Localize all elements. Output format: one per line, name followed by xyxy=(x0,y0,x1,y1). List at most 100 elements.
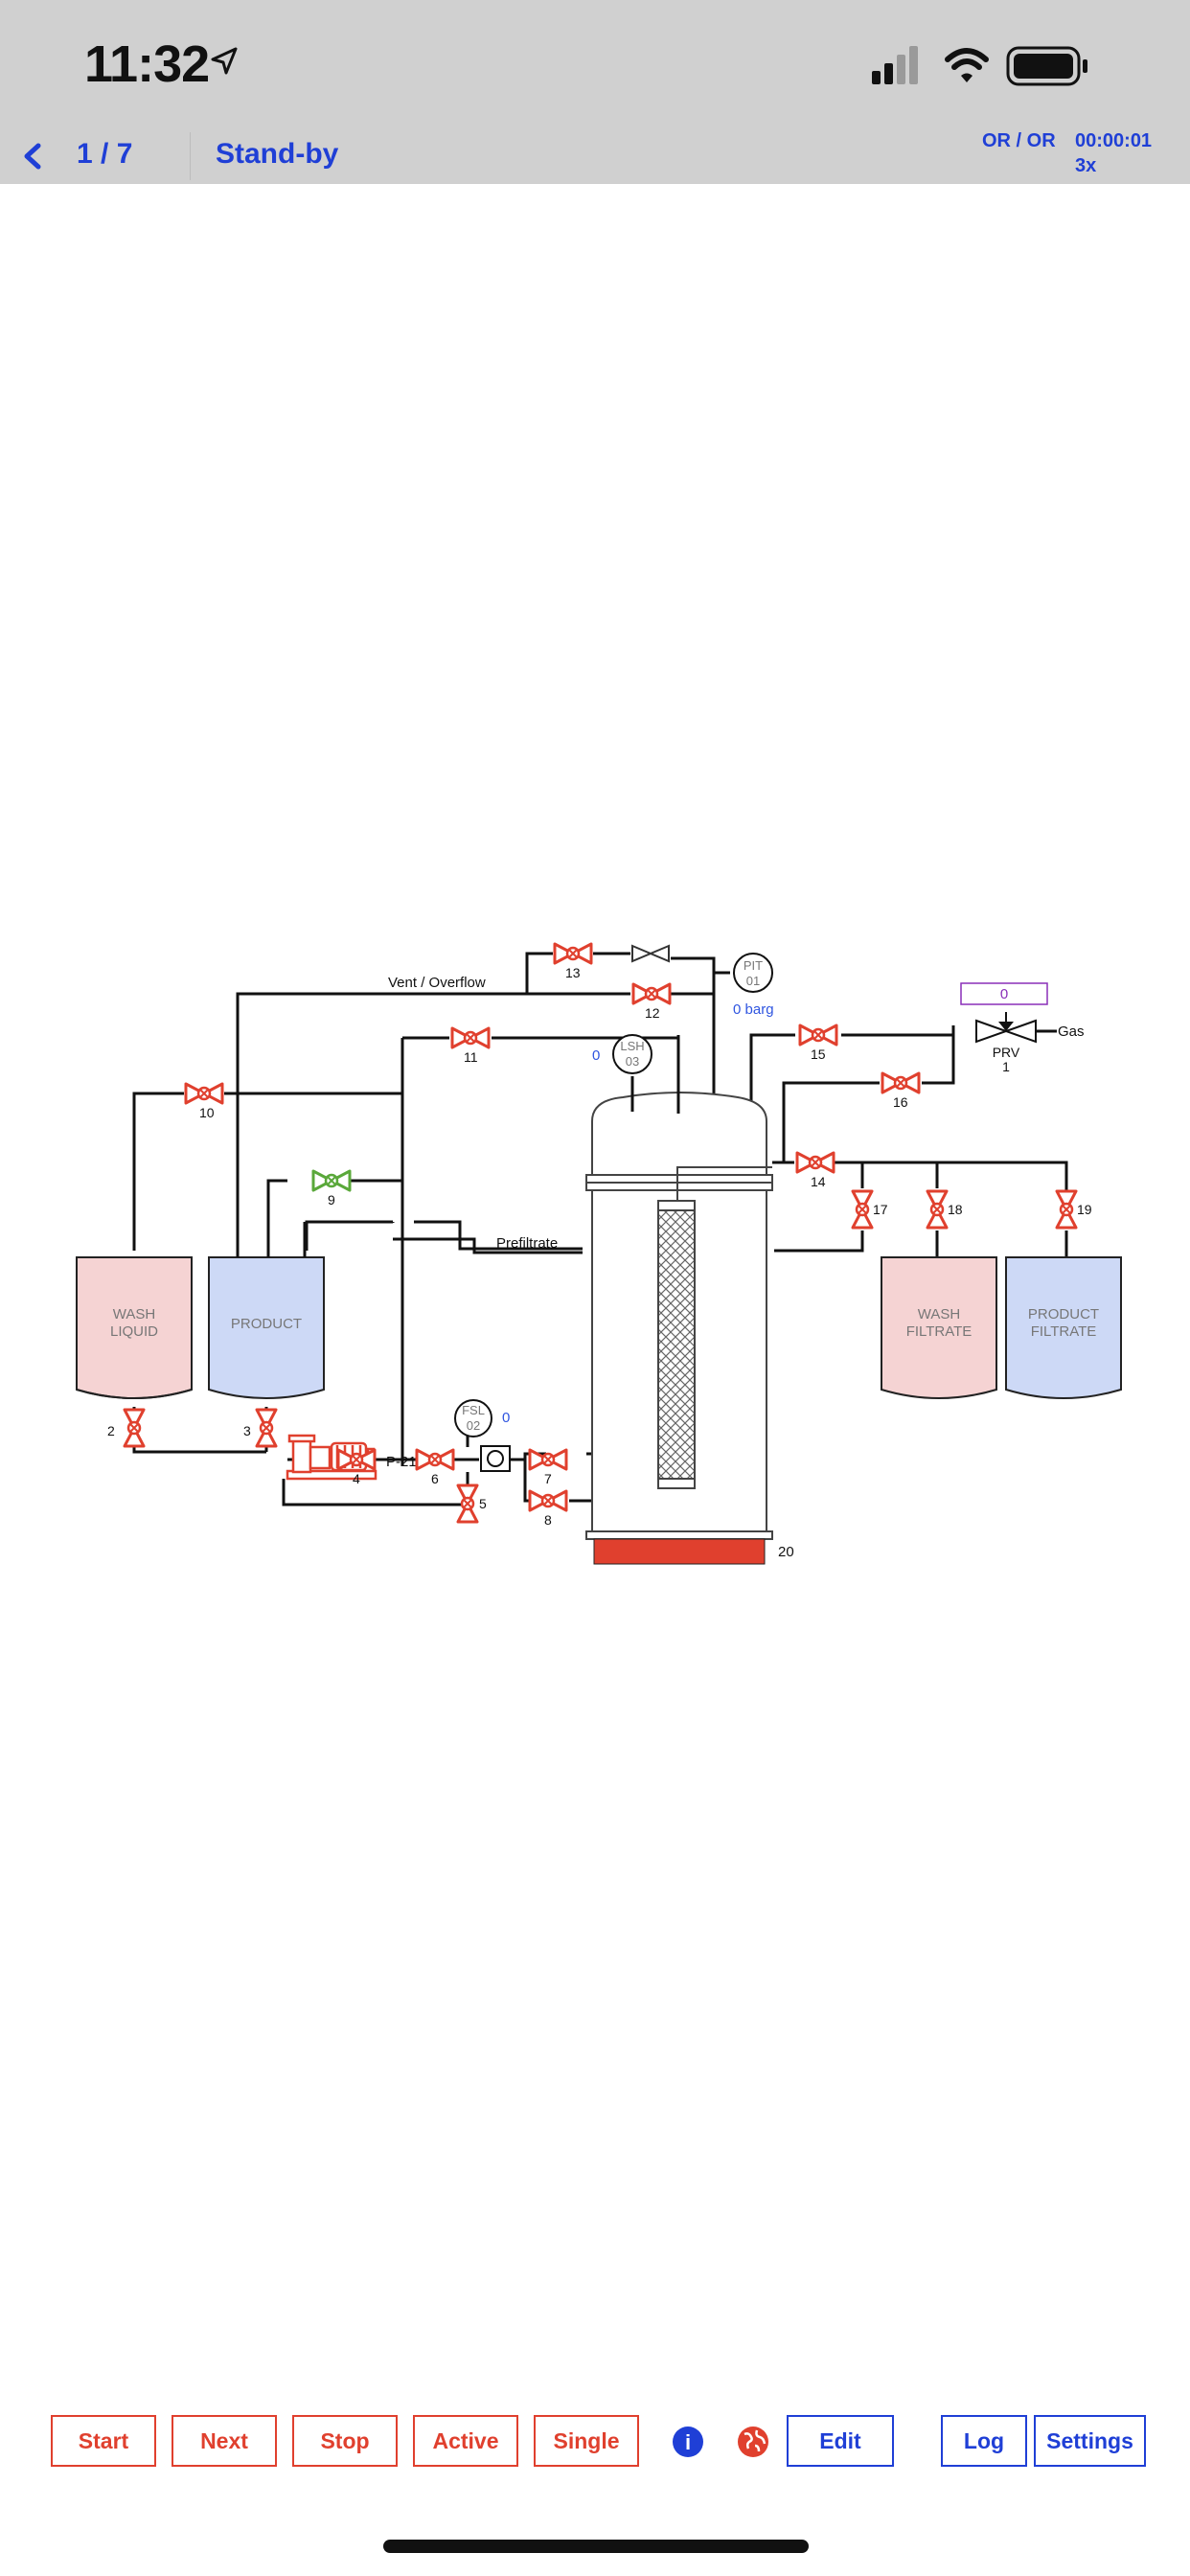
wifi-icon xyxy=(945,48,989,82)
manual-valve-icon[interactable] xyxy=(631,944,670,963)
svg-text:12: 12 xyxy=(645,1005,660,1021)
valve-18[interactable] xyxy=(926,1189,949,1230)
svg-text:03: 03 xyxy=(626,1054,639,1069)
svg-text:3: 3 xyxy=(243,1423,251,1438)
prv-valve-icon[interactable] xyxy=(975,1012,1037,1044)
svg-text:5: 5 xyxy=(479,1496,487,1511)
log-button[interactable]: Log xyxy=(941,2415,1027,2467)
stop-button[interactable]: Stop xyxy=(292,2415,398,2467)
valve-12[interactable] xyxy=(631,982,672,1005)
svg-text:9: 9 xyxy=(328,1192,335,1208)
flow-switch-fsl02[interactable]: FSL 02 xyxy=(454,1399,511,1472)
edit-button[interactable]: Edit xyxy=(787,2415,894,2467)
svg-text:FILTRATE: FILTRATE xyxy=(906,1323,973,1340)
svg-text:1: 1 xyxy=(1002,1059,1010,1074)
status-bar: 11:32 xyxy=(0,0,1190,128)
svg-text:14: 14 xyxy=(811,1174,826,1189)
start-button[interactable]: Start xyxy=(51,2415,156,2467)
svg-text:LIQUID: LIQUID xyxy=(110,1323,158,1340)
svg-text:17: 17 xyxy=(873,1202,888,1217)
tank-wash-filtrate: WASH FILTRATE xyxy=(881,1256,997,1399)
svg-text:13: 13 xyxy=(565,965,581,980)
valve-15[interactable] xyxy=(798,1024,838,1046)
valve-2[interactable] xyxy=(123,1408,146,1448)
state-label: Stand-by xyxy=(216,138,339,170)
svg-text:2: 2 xyxy=(107,1423,115,1438)
svg-text:10: 10 xyxy=(199,1105,215,1120)
valve-19[interactable] xyxy=(1055,1189,1078,1230)
prv-setpoint-box[interactable] xyxy=(960,982,1048,1005)
globe-icon[interactable] xyxy=(736,2425,770,2459)
svg-text:11: 11 xyxy=(464,1049,478,1065)
timer-label: 00:00:01 xyxy=(1075,130,1153,151)
vent-overflow-label: Vent / Overflow xyxy=(388,975,486,991)
bottom-toolbar: Start Next Stop Active Single i Edit Log… xyxy=(0,2415,1190,2472)
svg-text:8: 8 xyxy=(544,1512,552,1528)
svg-text:i: i xyxy=(685,2430,691,2454)
tank-product: PRODUCT xyxy=(208,1256,325,1399)
valve-6[interactable] xyxy=(415,1448,455,1471)
valve-14[interactable] xyxy=(795,1151,835,1174)
svg-text:16: 16 xyxy=(893,1094,908,1110)
next-button[interactable]: Next xyxy=(172,2415,277,2467)
location-arrow-icon xyxy=(211,47,238,75)
heater-bar xyxy=(593,1538,766,1565)
svg-text:WASH: WASH xyxy=(113,1306,155,1322)
svg-text:PRODUCT: PRODUCT xyxy=(231,1316,302,1332)
cellular-signal-icon xyxy=(872,46,918,84)
filter-vessel xyxy=(585,1092,773,1540)
svg-text:PRV: PRV xyxy=(993,1045,1020,1060)
valve-8[interactable] xyxy=(528,1489,568,1512)
valve-9[interactable] xyxy=(311,1169,352,1192)
svg-text:PRODUCT: PRODUCT xyxy=(1028,1306,1099,1322)
header-divider xyxy=(190,132,191,180)
svg-text:WASH: WASH xyxy=(918,1306,960,1322)
fsl02-reading: 0 xyxy=(502,1410,510,1426)
svg-text:FSL: FSL xyxy=(462,1403,485,1417)
page-counter: 1 / 7 xyxy=(77,138,133,170)
status-time: 11:32 xyxy=(84,35,210,93)
svg-text:19: 19 xyxy=(1077,1202,1092,1217)
valve-11[interactable] xyxy=(450,1026,491,1049)
svg-text:7: 7 xyxy=(544,1471,552,1486)
lsh03-reading: 0 xyxy=(592,1047,600,1064)
info-icon[interactable]: i xyxy=(671,2425,705,2459)
mode-label: OR / OR xyxy=(982,130,1056,151)
valve-3[interactable] xyxy=(255,1408,278,1448)
valve-17[interactable] xyxy=(851,1189,874,1230)
status-icons xyxy=(872,46,1087,86)
valve-5[interactable] xyxy=(456,1484,479,1524)
home-indicator[interactable] xyxy=(383,2540,809,2553)
svg-text:LSH: LSH xyxy=(620,1039,644,1053)
battery-icon xyxy=(1006,46,1087,86)
svg-text:15: 15 xyxy=(811,1046,826,1062)
single-button[interactable]: Single xyxy=(534,2415,639,2467)
valve-7[interactable] xyxy=(528,1448,568,1471)
svg-text:6: 6 xyxy=(431,1471,439,1486)
active-button[interactable]: Active xyxy=(413,2415,518,2467)
svg-text:PIT: PIT xyxy=(744,958,763,973)
valve-13[interactable] xyxy=(553,942,593,965)
pit01-reading: 0 barg xyxy=(733,1001,774,1018)
valve-10[interactable] xyxy=(184,1082,224,1105)
valve-4[interactable] xyxy=(336,1448,377,1471)
pressure-indicator-pit01[interactable]: PIT 01 xyxy=(733,953,773,993)
svg-text:18: 18 xyxy=(948,1202,963,1217)
tank-product-filtrate: PRODUCT FILTRATE xyxy=(1005,1256,1122,1399)
back-chevron-icon[interactable] xyxy=(13,132,52,180)
level-switch-lsh03[interactable]: LSH 03 xyxy=(612,1034,652,1092)
valve-16[interactable] xyxy=(881,1071,921,1094)
settings-button[interactable]: Settings xyxy=(1034,2415,1146,2467)
svg-text:01: 01 xyxy=(746,974,760,988)
gas-label: Gas xyxy=(1058,1024,1085,1040)
process-diagram: WASH LIQUID PRODUCT WASH FILTRATE PRODUC… xyxy=(76,942,1122,1565)
app-header: 1 / 7 Stand-by OR / OR 00:00:01 3x xyxy=(0,128,1190,184)
svg-text:20: 20 xyxy=(778,1544,794,1560)
tank-wash-liquid: WASH LIQUID xyxy=(76,1256,193,1399)
speed-label: 3x xyxy=(1075,155,1097,176)
svg-text:0: 0 xyxy=(1000,986,1008,1002)
svg-text:FILTRATE: FILTRATE xyxy=(1031,1323,1097,1340)
prefiltrate-label: Prefiltrate xyxy=(496,1235,558,1252)
svg-text:4: 4 xyxy=(353,1471,360,1486)
svg-text:P-21: P-21 xyxy=(386,1454,417,1470)
